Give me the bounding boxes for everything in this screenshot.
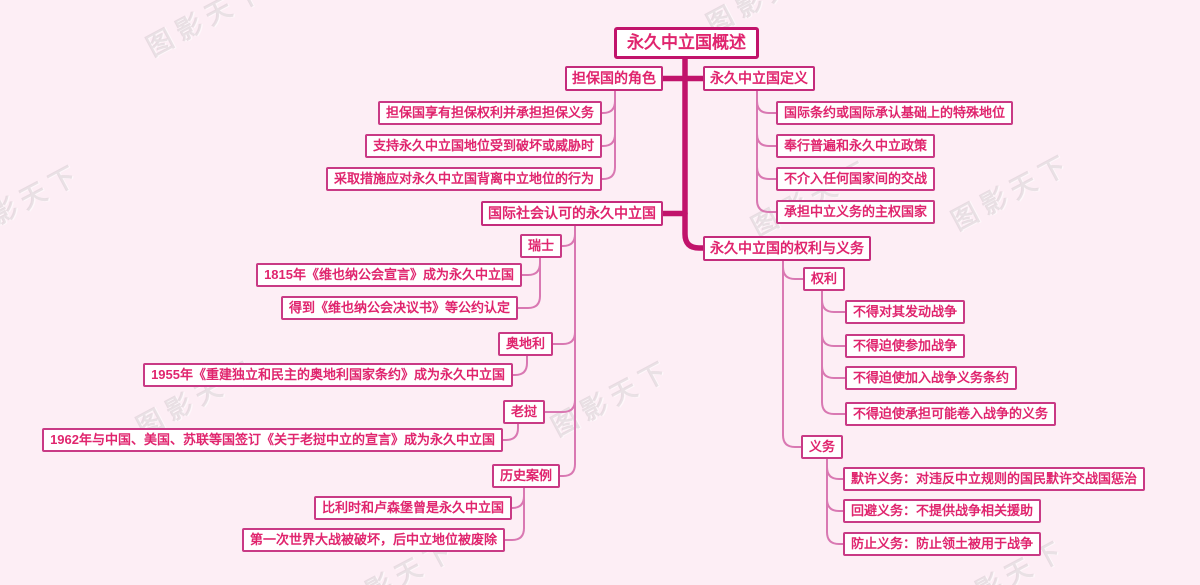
leaf-node[interactable]: 不得迫使承担可能卷入战争的义务 — [845, 402, 1057, 426]
leaf-node[interactable]: 1962年与中国、美国、苏联等国签订《关于老挝中立的宣言》成为永久中立国 — [42, 428, 503, 452]
leaf-node[interactable]: 不得迫使加入战争义务条约 — [845, 366, 1018, 390]
leaf-node[interactable]: 第一次世界大战被破坏，后中立地位被废除 — [241, 528, 505, 552]
branch-connectors — [495, 90, 853, 545]
root-node[interactable]: 永久中立国概述 — [614, 27, 759, 60]
branch-guarantor-role[interactable]: 担保国的角色 — [565, 66, 663, 91]
leaf-node[interactable]: 奉行普遍和永久中立政策 — [776, 134, 936, 158]
topic-austria[interactable]: 奥地利 — [498, 332, 554, 356]
leaf-node[interactable]: 承担中立义务的主权国家 — [776, 200, 936, 224]
leaf-node[interactable]: 国际条约或国际承认基础上的特殊地位 — [776, 101, 1014, 125]
topic-history-cases[interactable]: 历史案例 — [492, 464, 561, 488]
branch-definition[interactable]: 永久中立国定义 — [703, 66, 815, 91]
leaf-node[interactable]: 支持永久中立国地位受到破坏或威胁时 — [364, 134, 602, 158]
topic-rights[interactable]: 权利 — [803, 267, 846, 291]
leaf-node[interactable]: 1815年《维也纳公会宣言》成为永久中立国 — [256, 263, 522, 287]
branch-recognized-states[interactable]: 国际社会认可的永久中立国 — [481, 201, 663, 226]
topic-switzerland[interactable]: 瑞士 — [520, 234, 563, 258]
leaf-node[interactable]: 回避义务：不提供战争相关援助 — [843, 499, 1042, 523]
leaf-node[interactable]: 采取措施应对永久中立国背离中立地位的行为 — [325, 167, 602, 191]
leaf-node[interactable]: 不得迫使参加战争 — [845, 334, 966, 358]
leaf-node[interactable]: 担保国享有担保权利并承担担保义务 — [377, 101, 602, 125]
leaf-node[interactable]: 1955年《重建独立和民主的奥地利国家条约》成为永久中立国 — [143, 363, 513, 387]
leaf-node[interactable]: 不得对其发动战争 — [845, 300, 966, 324]
leaf-node[interactable]: 不介入任何国家间的交战 — [776, 167, 936, 191]
leaf-node[interactable]: 比利时和卢森堡曾是永久中立国 — [313, 496, 512, 520]
branch-rights-obligations[interactable]: 永久中立国的权利与义务 — [703, 236, 871, 261]
topic-obligations[interactable]: 义务 — [801, 435, 844, 459]
topic-laos[interactable]: 老挝 — [503, 400, 546, 424]
leaf-node[interactable]: 得到《维也纳公会决议书》等公约认定 — [280, 296, 518, 320]
leaf-node[interactable]: 默许义务：对违反中立规则的国民默许交战国惩治 — [843, 467, 1146, 491]
leaf-node[interactable]: 防止义务：防止领土被用于战争 — [843, 532, 1042, 556]
